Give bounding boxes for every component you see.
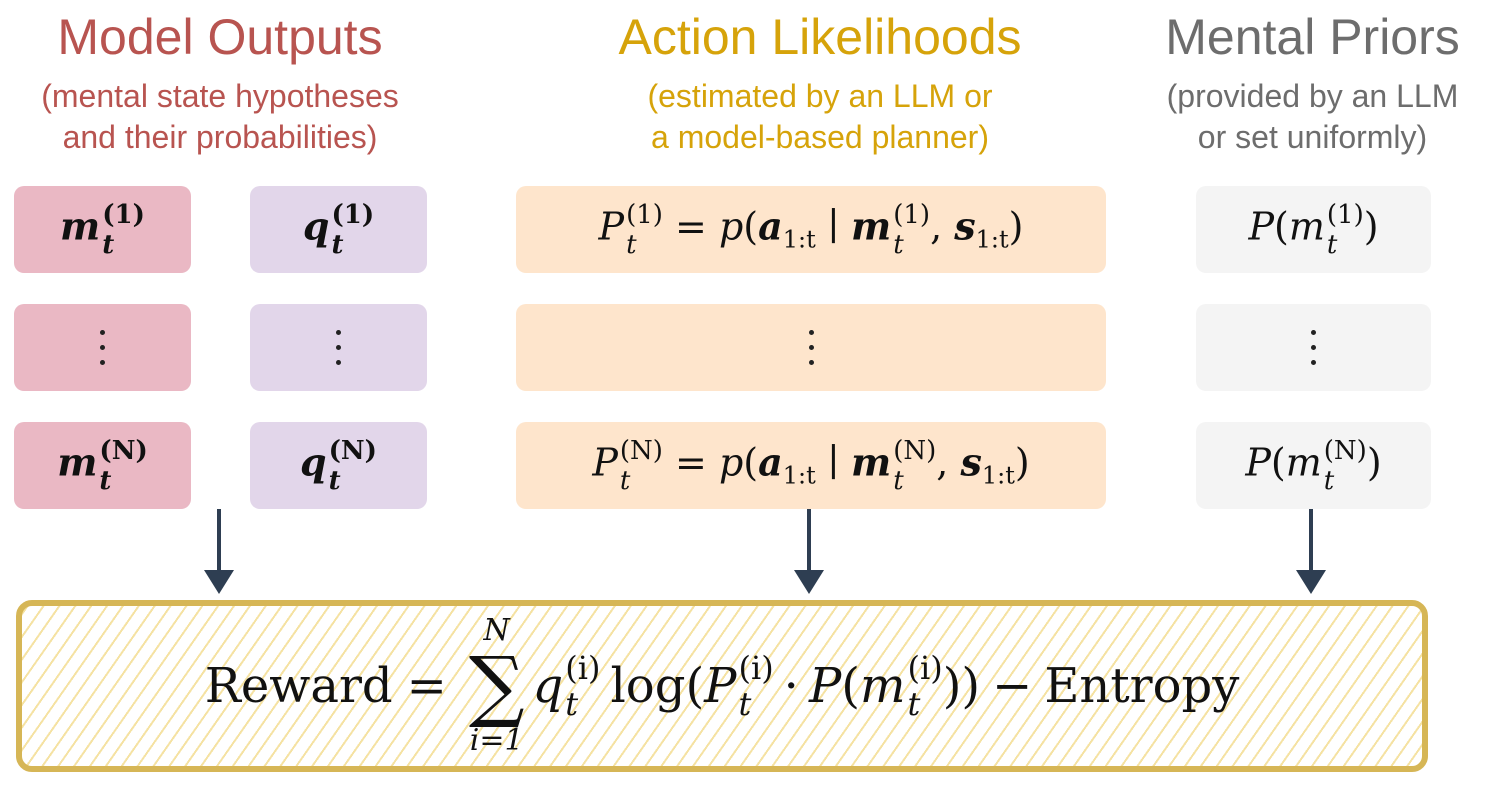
model-outputs-subtitle-line2: and their probabilities) [62,119,378,155]
qN-expression: q(N)t [300,435,377,496]
P1-expression: P(1)t = p(a1:t ∣ m(1)t, s1:t) [598,199,1024,260]
mN-expression: m(N)t [57,435,148,496]
arrowhead-action-likelihoods-icon [794,570,824,594]
vertical-ellipsis-icon [1311,330,1316,365]
arrowhead-mental-priors-icon [1296,570,1326,594]
m1-expression: m(1)t [60,199,145,260]
summation: N ∑ i=1 [468,613,525,758]
mental-priors-subtitle-line1: (provided by an LLM [1166,78,1459,114]
prior-ellipsis-box [1196,304,1431,391]
action-likelihoods-subtitle-line1: (estimated by an LLM or [647,78,993,114]
action-likelihoods-header: Action Likelihoods (estimated by an LLM … [560,8,1080,158]
probability-q1-box: q(1)t [250,186,427,273]
reward-equation: Reward = N ∑ i=1 q(i)t log( P(i)t · P(m(… [204,613,1240,758]
priorN-expression: P(m(N)t) [1245,435,1382,496]
model-outputs-title: Model Outputs [57,9,383,65]
prior-PN-box: P(m(N)t) [1196,422,1431,509]
mental-priors-header: Mental Priors (provided by an LLM or set… [1140,8,1485,158]
hypothesis-mN-box: m(N)t [14,422,191,509]
likelihood-ellipsis-box [516,304,1106,391]
likelihood-PN-box: P(N)t = p(a1:t ∣ m(N)t, s1:t) [516,422,1106,509]
vertical-ellipsis-icon [336,330,341,365]
arrowhead-model-outputs-icon [204,570,234,594]
entropy-term: Entropy [1044,658,1240,714]
hypothesis-m1-box: m(1)t [14,186,191,273]
prior1-expression: P(m(1)t) [1248,199,1379,260]
mental-priors-subtitle-line2: or set uniformly) [1197,119,1428,155]
vertical-ellipsis-icon [808,330,814,365]
q1-expression: q(1)t [302,199,375,260]
hypothesis-ellipsis-box [14,304,191,391]
likelihood-P1-box: P(1)t = p(a1:t ∣ m(1)t, s1:t) [516,186,1106,273]
reward-label: Reward [204,658,393,714]
probability-qN-box: q(N)t [250,422,427,509]
model-outputs-subtitle-line1: (mental state hypotheses [41,78,399,114]
prior-P1-box: P(m(1)t) [1196,186,1431,273]
PN-expression: P(N)t = p(a1:t ∣ m(N)t, s1:t) [592,435,1030,496]
model-outputs-header: Model Outputs (mental state hypotheses a… [20,8,420,158]
action-likelihoods-subtitle-line2: a model-based planner) [651,119,989,155]
reward-formula-box: Reward = N ∑ i=1 q(i)t log( P(i)t · P(m(… [16,600,1428,772]
mental-priors-title: Mental Priors [1165,9,1460,65]
action-likelihoods-title: Action Likelihoods [618,9,1022,65]
probability-ellipsis-box [250,304,427,391]
vertical-ellipsis-icon [100,330,105,365]
